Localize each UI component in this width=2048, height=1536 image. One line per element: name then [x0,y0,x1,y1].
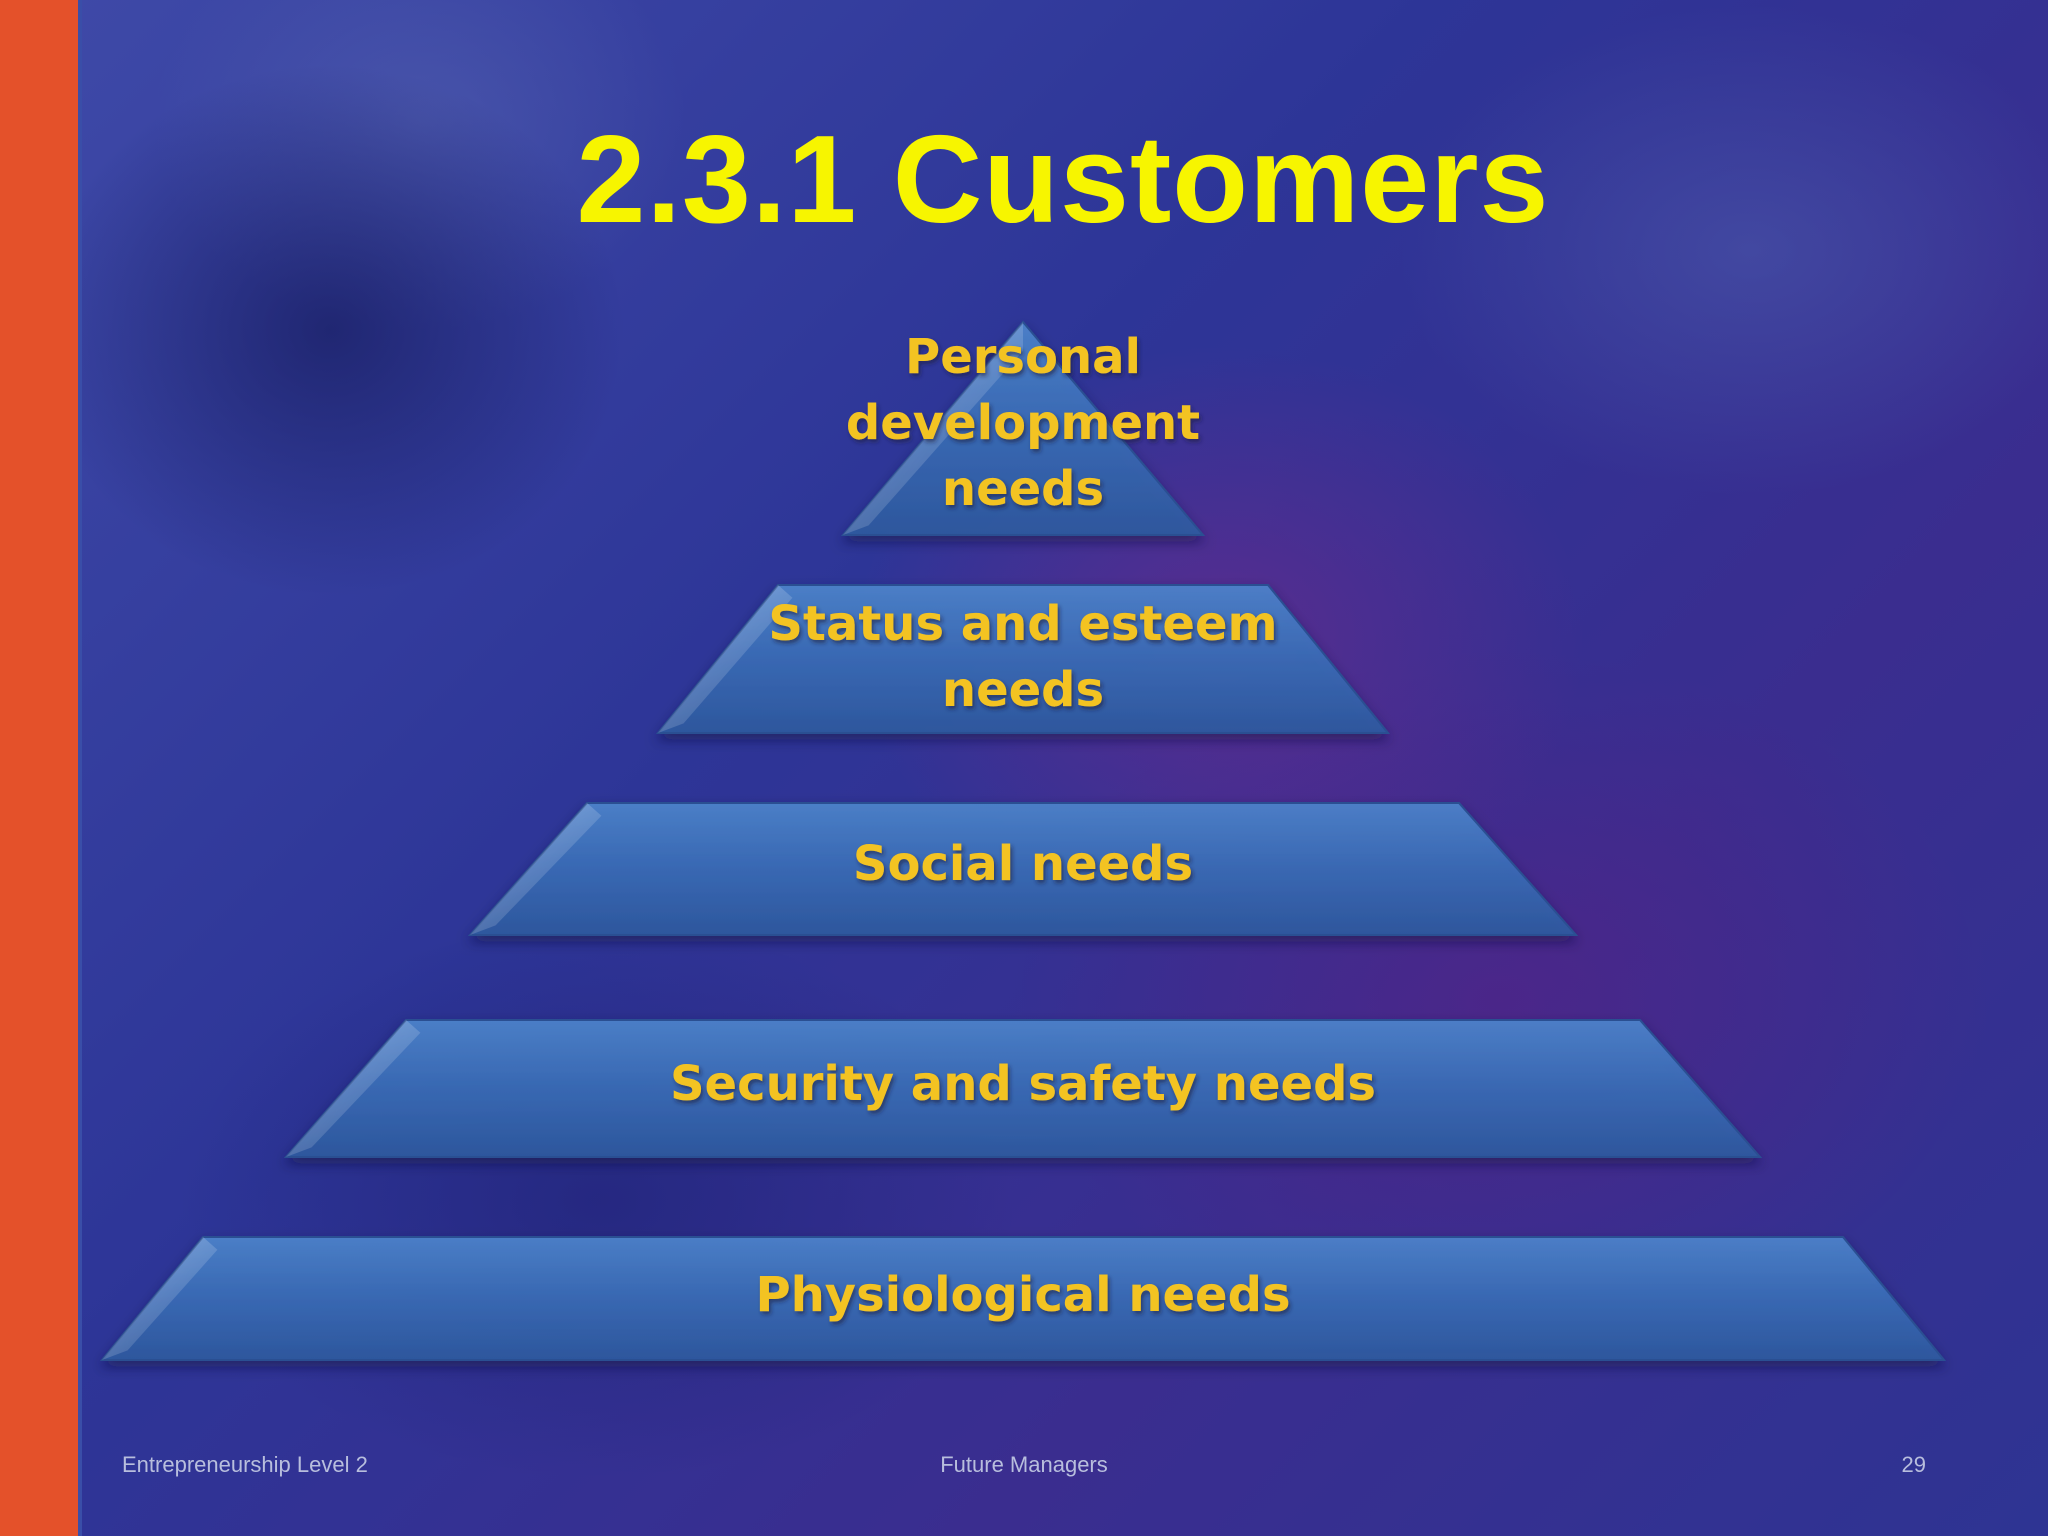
accent-bar [0,0,82,1536]
pyramid-label-1-line-2: development [846,395,1200,451]
pyramid-label-2-line-1: Status and esteem [768,596,1277,652]
pyramid-tier-bevel-5 [102,1237,218,1360]
pyramid-tier-bevel-3 [470,803,602,935]
pyramid-label-4-line-1: Security and safety needs [670,1056,1376,1112]
footer-course-name: Entrepreneurship Level 2 [122,1452,368,1477]
pyramid-label-3-line-1: Social needs [853,836,1193,892]
footer-page-number: 29 [1901,1452,1926,1477]
pyramid-tier-bevel-1 [843,322,1023,535]
pyramid-tier-bevel-2 [658,585,793,733]
footer-publisher: Future Managers [940,1452,1108,1477]
pyramid-tier-bevel-4 [286,1020,421,1157]
pyramid-label-1-line-1: Personal [905,329,1141,385]
pyramid-label-2-line-2: needs [942,662,1104,718]
pyramid-label-5-line-1: Physiological needs [755,1267,1290,1323]
slide-title: 2.3.1 Customers [576,111,1550,249]
pyramid-label-1-line-3: needs [942,461,1104,517]
